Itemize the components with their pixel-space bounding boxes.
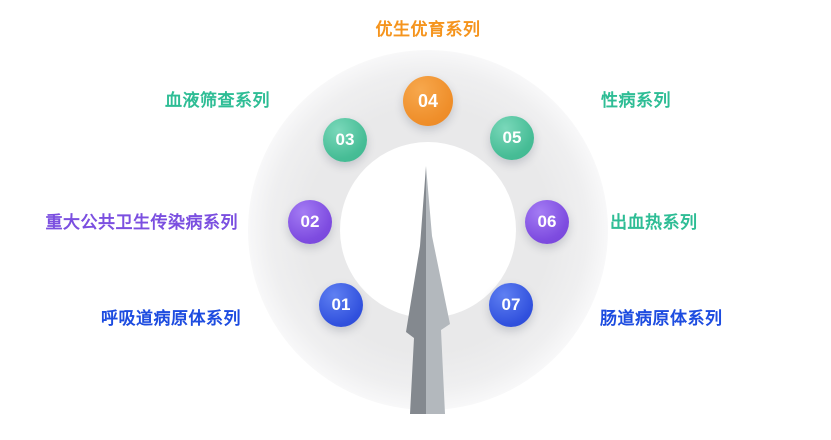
label-intestinal-pathogen-series: 肠道病原体系列 xyxy=(600,309,723,328)
badge-06-number: 06 xyxy=(537,212,557,231)
label-respiratory-pathogen-series: 呼吸道病原体系列 xyxy=(101,309,241,328)
diagram-title: 优生优育系列 xyxy=(375,20,481,39)
badge-06: 06 xyxy=(525,200,569,244)
label-hemorrhagic-fever-series: 出血热系列 xyxy=(610,213,698,232)
badge-05-number: 05 xyxy=(502,128,522,147)
badge-03: 03 xyxy=(323,118,367,162)
label-blood-screening-series: 血液筛查系列 xyxy=(165,91,270,110)
label-std-series: 性病系列 xyxy=(601,91,671,110)
badge-04-number: 04 xyxy=(417,90,439,111)
tree-icon xyxy=(406,166,450,414)
badge-07: 07 xyxy=(489,283,533,327)
label-major-public-health-infectious-series: 重大公共卫生传染病系列 xyxy=(45,213,238,232)
badge-05: 05 xyxy=(490,116,534,160)
badge-01-number: 01 xyxy=(331,295,351,314)
badge-02: 02 xyxy=(288,200,332,244)
badge-02-number: 02 xyxy=(300,212,320,231)
badge-04: 04 xyxy=(403,76,453,126)
badge-07-number: 07 xyxy=(501,295,521,314)
badge-01: 01 xyxy=(319,283,363,327)
badge-03-number: 03 xyxy=(335,130,355,149)
